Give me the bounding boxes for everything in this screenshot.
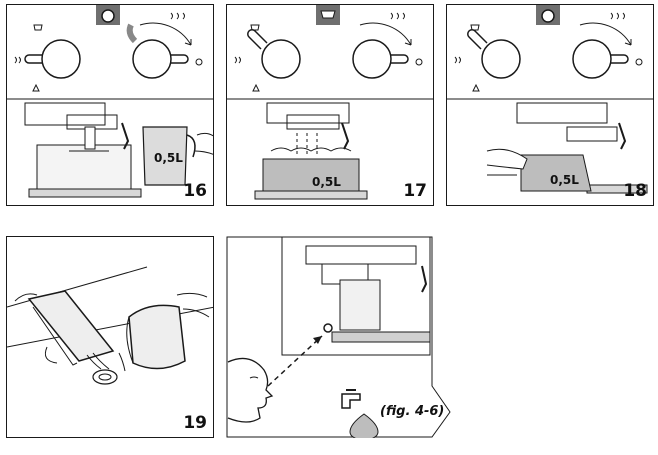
light-indicator-icon	[96, 5, 120, 25]
figure-17: 0,5L 17	[226, 4, 434, 206]
fig-4-6-illustration	[226, 236, 451, 438]
figure-19-illustration	[7, 266, 213, 385]
jug-icon	[142, 126, 196, 186]
drain-icon	[92, 369, 118, 385]
tap-icon	[341, 389, 361, 409]
cup-icon	[33, 24, 43, 31]
tray-volume-label: 0,5L	[312, 175, 341, 189]
figure-reference-panel: (fig. 4-6)	[226, 236, 454, 438]
jug-volume-label: 0,5L	[154, 151, 183, 165]
figure-number: 19	[183, 413, 207, 433]
light-indicator-icon	[536, 5, 560, 25]
cup-icon	[250, 24, 260, 31]
cup-icon	[470, 24, 480, 31]
figure-18-illustration	[447, 5, 653, 194]
figure-17-illustration	[227, 5, 433, 200]
steam-knob	[352, 39, 423, 79]
steam-knob	[572, 39, 643, 79]
figure-number: 17	[403, 181, 427, 201]
figure-reference-label: (fig. 4-6)	[380, 404, 445, 419]
hot-water-icon	[472, 83, 480, 92]
light-indicator-icon	[316, 5, 340, 25]
steam-icon	[610, 12, 625, 20]
jug-icon	[118, 304, 186, 372]
steam-icon	[454, 56, 461, 64]
water-tray	[262, 133, 360, 192]
tray-volume-label: 0,5L	[550, 173, 579, 187]
selector-knob	[247, 29, 301, 79]
figure-19: 19	[6, 236, 214, 438]
figure-16-illustration	[7, 5, 213, 198]
figure-16: 0,5L 16	[6, 4, 214, 206]
selector-knob	[467, 29, 521, 79]
steam-icon	[234, 56, 241, 64]
figure-18: 0,5L 18	[446, 4, 654, 206]
steam-icon	[14, 56, 21, 64]
hot-water-icon	[252, 83, 260, 92]
face-icon	[227, 357, 274, 423]
steam-icon	[390, 12, 405, 20]
water-tray	[520, 154, 592, 192]
hot-water-icon	[32, 83, 40, 92]
figure-number: 16	[183, 181, 207, 201]
water-tray	[27, 290, 115, 366]
steam-icon	[170, 12, 185, 20]
steam-knob	[126, 23, 203, 79]
drop-icon	[349, 413, 379, 438]
selector-knob	[24, 39, 81, 79]
figure-number: 18	[623, 181, 647, 201]
